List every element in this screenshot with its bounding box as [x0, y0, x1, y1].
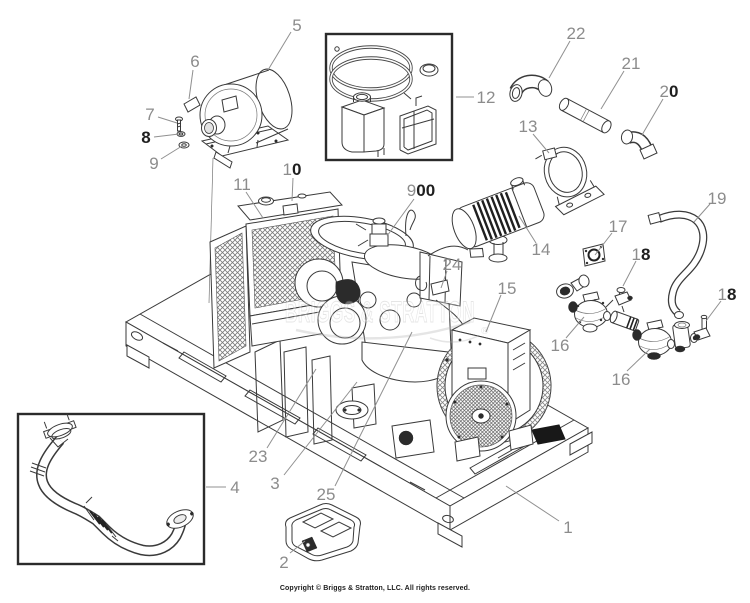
air-cleaner-clamp-drawing [535, 146, 605, 216]
callout-17: 17 [609, 217, 628, 236]
callout-23: 23 [249, 447, 268, 466]
generator-drawing [445, 317, 534, 462]
leader-lines [153, 31, 722, 554]
battery-tray-drawing [285, 503, 361, 562]
elbow-22-drawing [509, 74, 553, 102]
tube-21-drawing [558, 97, 612, 134]
callout-20: 20 [660, 82, 679, 101]
callout-13: 13 [519, 117, 538, 136]
callout-2: 2 [279, 553, 288, 572]
callout-900: 900 [407, 181, 435, 200]
callout-8: 8 [141, 128, 150, 147]
fuel-flange-17-drawing [582, 243, 606, 267]
hose-19-drawing [647, 210, 708, 319]
callout-18b: 18 [718, 285, 737, 304]
heat-shield-plate-drawing [183, 96, 201, 113]
callout-14: 14 [532, 240, 551, 259]
callout-16a: 16 [551, 336, 570, 355]
copyright-text: Copyright © Briggs & Stratton, LLC. All … [279, 585, 471, 592]
callout-21: 21 [622, 54, 641, 73]
fuel-tee-fitting-drawing [672, 321, 698, 353]
callout-12: 12 [477, 88, 496, 107]
callout-7: 7 [145, 105, 154, 124]
fuel-regulator-16a-drawing [568, 291, 611, 333]
callout-9: 9 [149, 154, 158, 173]
overflow-tank-drawing [340, 92, 386, 157]
watermark-text: BRIGGS & STRATTON [285, 296, 475, 329]
fuel-fitting-18b-drawing [693, 314, 711, 341]
callout-25: 25 [317, 485, 336, 504]
callout-10: 10 [283, 160, 302, 179]
inset-box-4 [16, 412, 206, 566]
callout-15: 15 [498, 279, 517, 298]
cap-drawing [419, 63, 439, 77]
callout-labels: 5 6 7 8 9 10 11 12 13 14 15 16 16 17 18 … [141, 16, 736, 572]
fastener-hardware-drawing [175, 116, 190, 149]
fuel-fitting-18a-drawing [605, 287, 633, 313]
inset-box-12 [324, 32, 454, 162]
air-cleaner-drawing [451, 177, 545, 258]
exhaust-pipe-drawing [29, 413, 194, 557]
callout-5: 5 [292, 16, 301, 35]
engine-drawing [294, 209, 508, 459]
callout-6: 6 [190, 52, 199, 71]
callout-19: 19 [708, 189, 727, 208]
fuel-regulator-16b-drawing [632, 319, 675, 360]
elbow-20-drawing [620, 129, 658, 160]
fuel-coupling-drawing [609, 310, 640, 332]
callout-18a: 18 [632, 245, 651, 264]
callout-22: 22 [567, 24, 586, 43]
fuel-elbow-fitting-drawing [556, 274, 590, 299]
watermark: BRIGGS & STRATTON ® [285, 296, 489, 343]
callout-1: 1 [563, 518, 572, 537]
callout-4: 4 [230, 478, 239, 497]
callout-24: 24 [443, 255, 462, 274]
muffler-drawing [199, 68, 293, 169]
callout-3: 3 [270, 474, 279, 493]
callout-16b: 16 [612, 370, 631, 389]
watermark-registered-mark: ® [481, 326, 489, 337]
callout-11: 11 [233, 175, 251, 194]
tank-bracket-drawing [399, 95, 437, 155]
